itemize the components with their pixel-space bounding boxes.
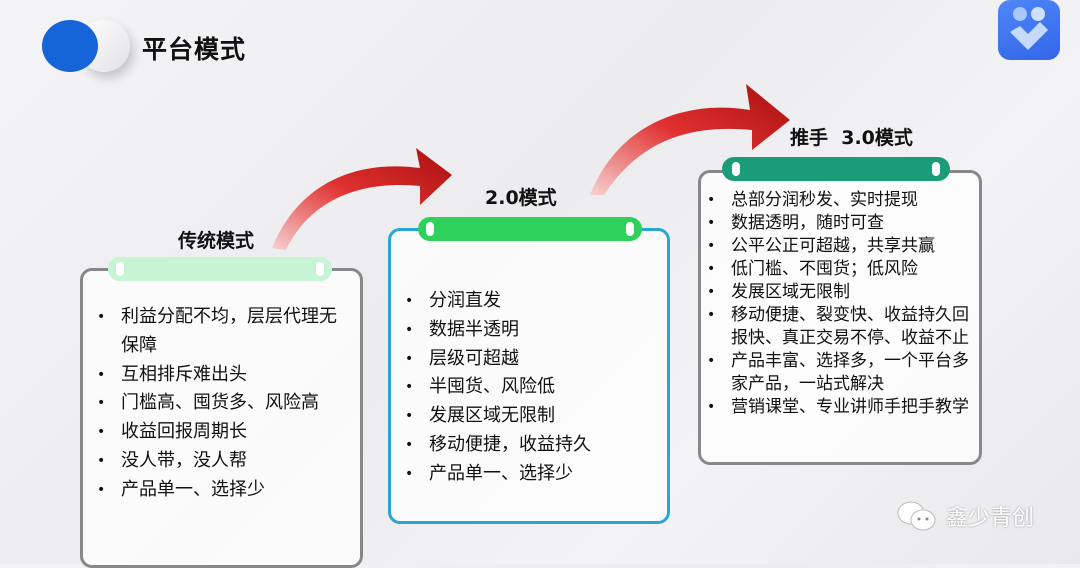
feature-list: 总部分润秒发、实时提现 数据透明，随时可查 公平公正可超越，共享共赢 低门槛、不… [701,189,979,419]
list-item: 总部分润秒发、实时提现 [701,189,969,212]
list-item: 移动便捷，收益持久 [391,431,667,460]
list-item: 互相排斥难出头 [83,361,360,390]
stage-card-3-0: 总部分润秒发、实时提现 数据透明，随时可查 公平公正可超越，共享共赢 低门槛、不… [698,170,982,465]
list-item: 数据半透明 [391,316,667,345]
people-heart-icon [1010,7,1048,50]
list-item: 分润直发 [391,287,667,316]
list-item: 产品单一、选择少 [83,476,360,505]
list-item: 没人带，没人帮 [83,447,360,476]
list-item: 门槛高、囤货多、风险高 [83,389,360,418]
stage-header-pill [108,257,332,281]
list-item: 产品单一、选择少 [391,460,667,489]
list-item: 发展区域无限制 [701,281,969,304]
stage-card-2-0: 分润直发 数据半透明 层级可超越 半囤货、风险低 发展区域无限制 移动便捷，收益… [388,228,670,524]
stage-card-traditional: 利益分配不均，层层代理无保障 互相排斥难出头 门槛高、囤货多、风险高 收益回报周… [80,268,363,568]
arrow-2 [590,84,790,195]
stage-header-pill [418,217,642,241]
watermark: 鑫少青创 [896,500,1034,532]
watermark-text: 鑫少青创 [946,506,1035,531]
list-item: 发展区域无限制 [391,402,667,431]
feature-list: 利益分配不均，层层代理无保障 互相排斥难出头 门槛高、囤货多、风险高 收益回报周… [83,303,360,505]
feature-list: 分润直发 数据半透明 层级可超越 半囤货、风险低 发展区域无限制 移动便捷，收益… [391,287,667,489]
list-item: 低门槛、不囤货；低风险 [701,258,969,281]
stage-title-2-0: 2.0模式 [485,187,557,209]
list-item: 利益分配不均，层层代理无保障 [83,303,360,361]
stage-title-traditional: 传统模式 [178,230,255,252]
list-item: 公平公正可超越，共享共赢 [701,235,969,258]
app-icon[interactable] [998,0,1060,60]
arrow-1 [272,148,452,250]
list-item: 产品丰富、选择多，一个平台多家产品，一站式解决 [701,350,969,396]
list-item: 移动便捷、裂变快、收益持久回报快、真正交易不停、收益不止 [701,304,969,350]
list-item: 层级可超越 [391,345,667,374]
stage-header-pill [722,157,950,181]
stage-title-3-0: 推手 3.0模式 [790,127,913,149]
page-title: 平台模式 [142,35,247,64]
wechat-icon [897,501,936,531]
list-item: 营销课堂、专业讲师手把手教学 [701,396,969,419]
list-item: 数据透明，随时可查 [701,212,969,235]
list-item: 半囤货、风险低 [391,373,667,402]
header-logo-circle-blue [42,20,98,72]
list-item: 收益回报周期长 [83,418,360,447]
